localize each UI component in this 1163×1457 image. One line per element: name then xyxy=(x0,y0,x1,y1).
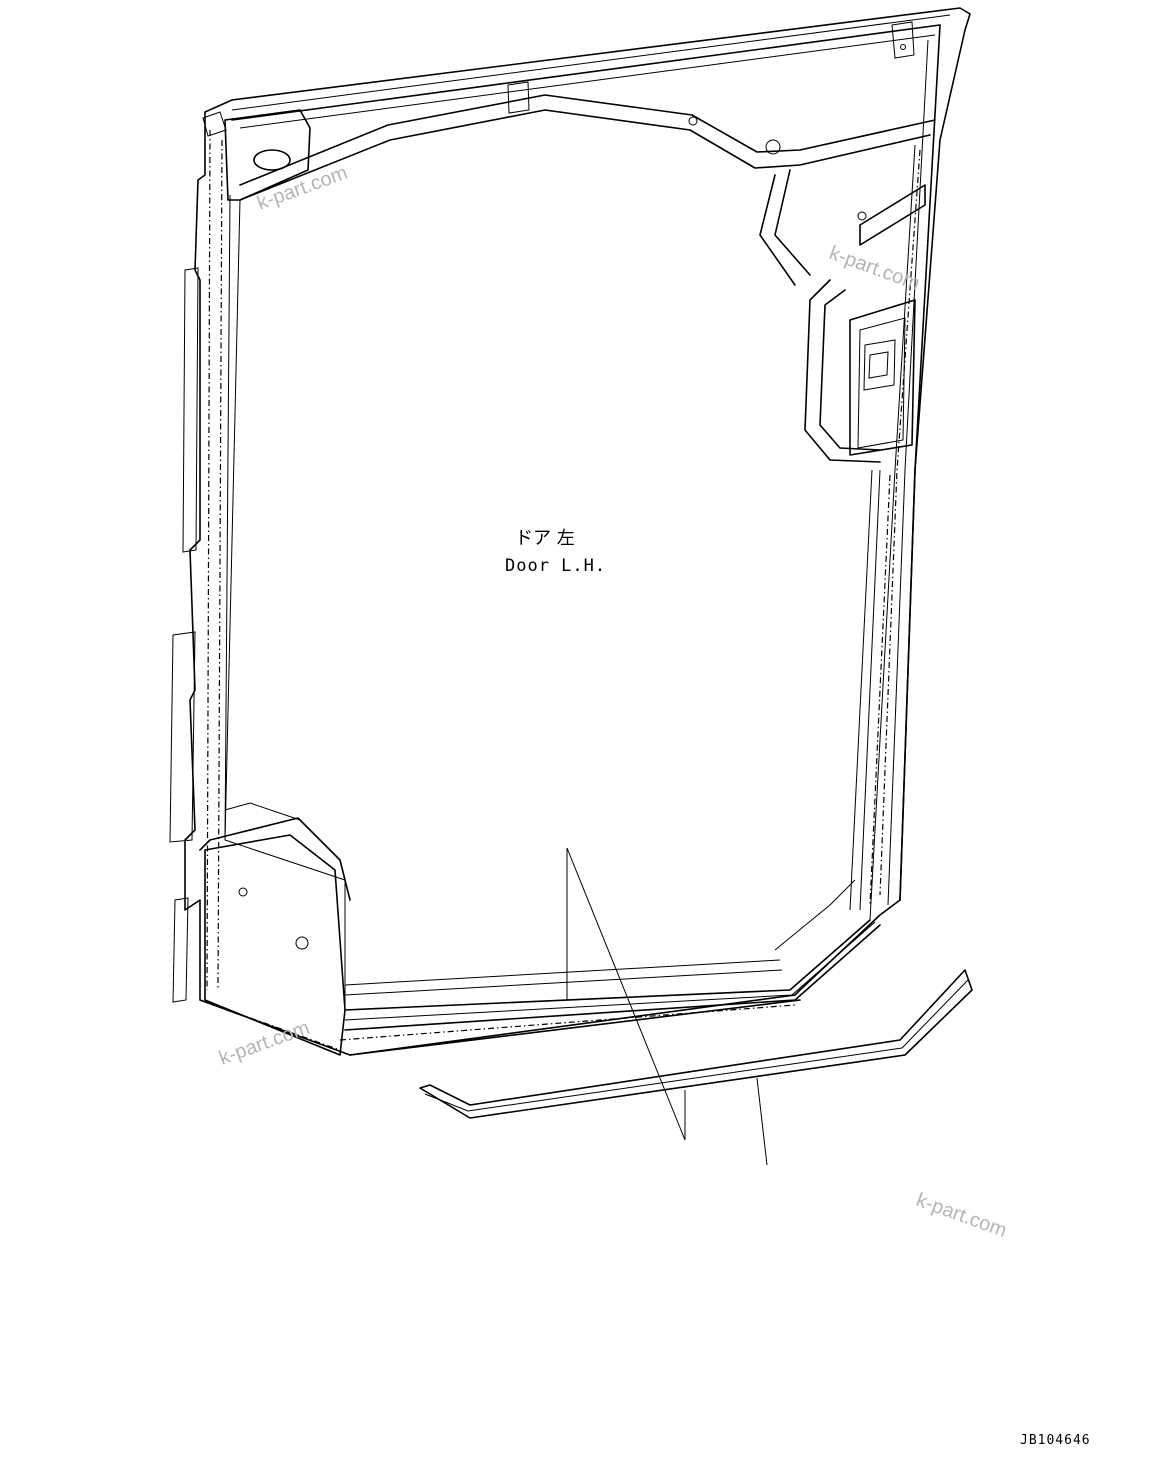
leader-lines xyxy=(566,847,768,1166)
door-seal-strip xyxy=(419,969,973,1119)
watermark-4: k-part.com xyxy=(913,1189,1009,1242)
door-label-japanese: ドア 左 xyxy=(515,528,575,549)
drawing-code: JB104646 xyxy=(1020,1433,1091,1448)
watermarks: k-part.com k-part.com k-part.com k-part.… xyxy=(216,162,1009,1242)
door-label-english: Door L.H. xyxy=(505,556,606,576)
